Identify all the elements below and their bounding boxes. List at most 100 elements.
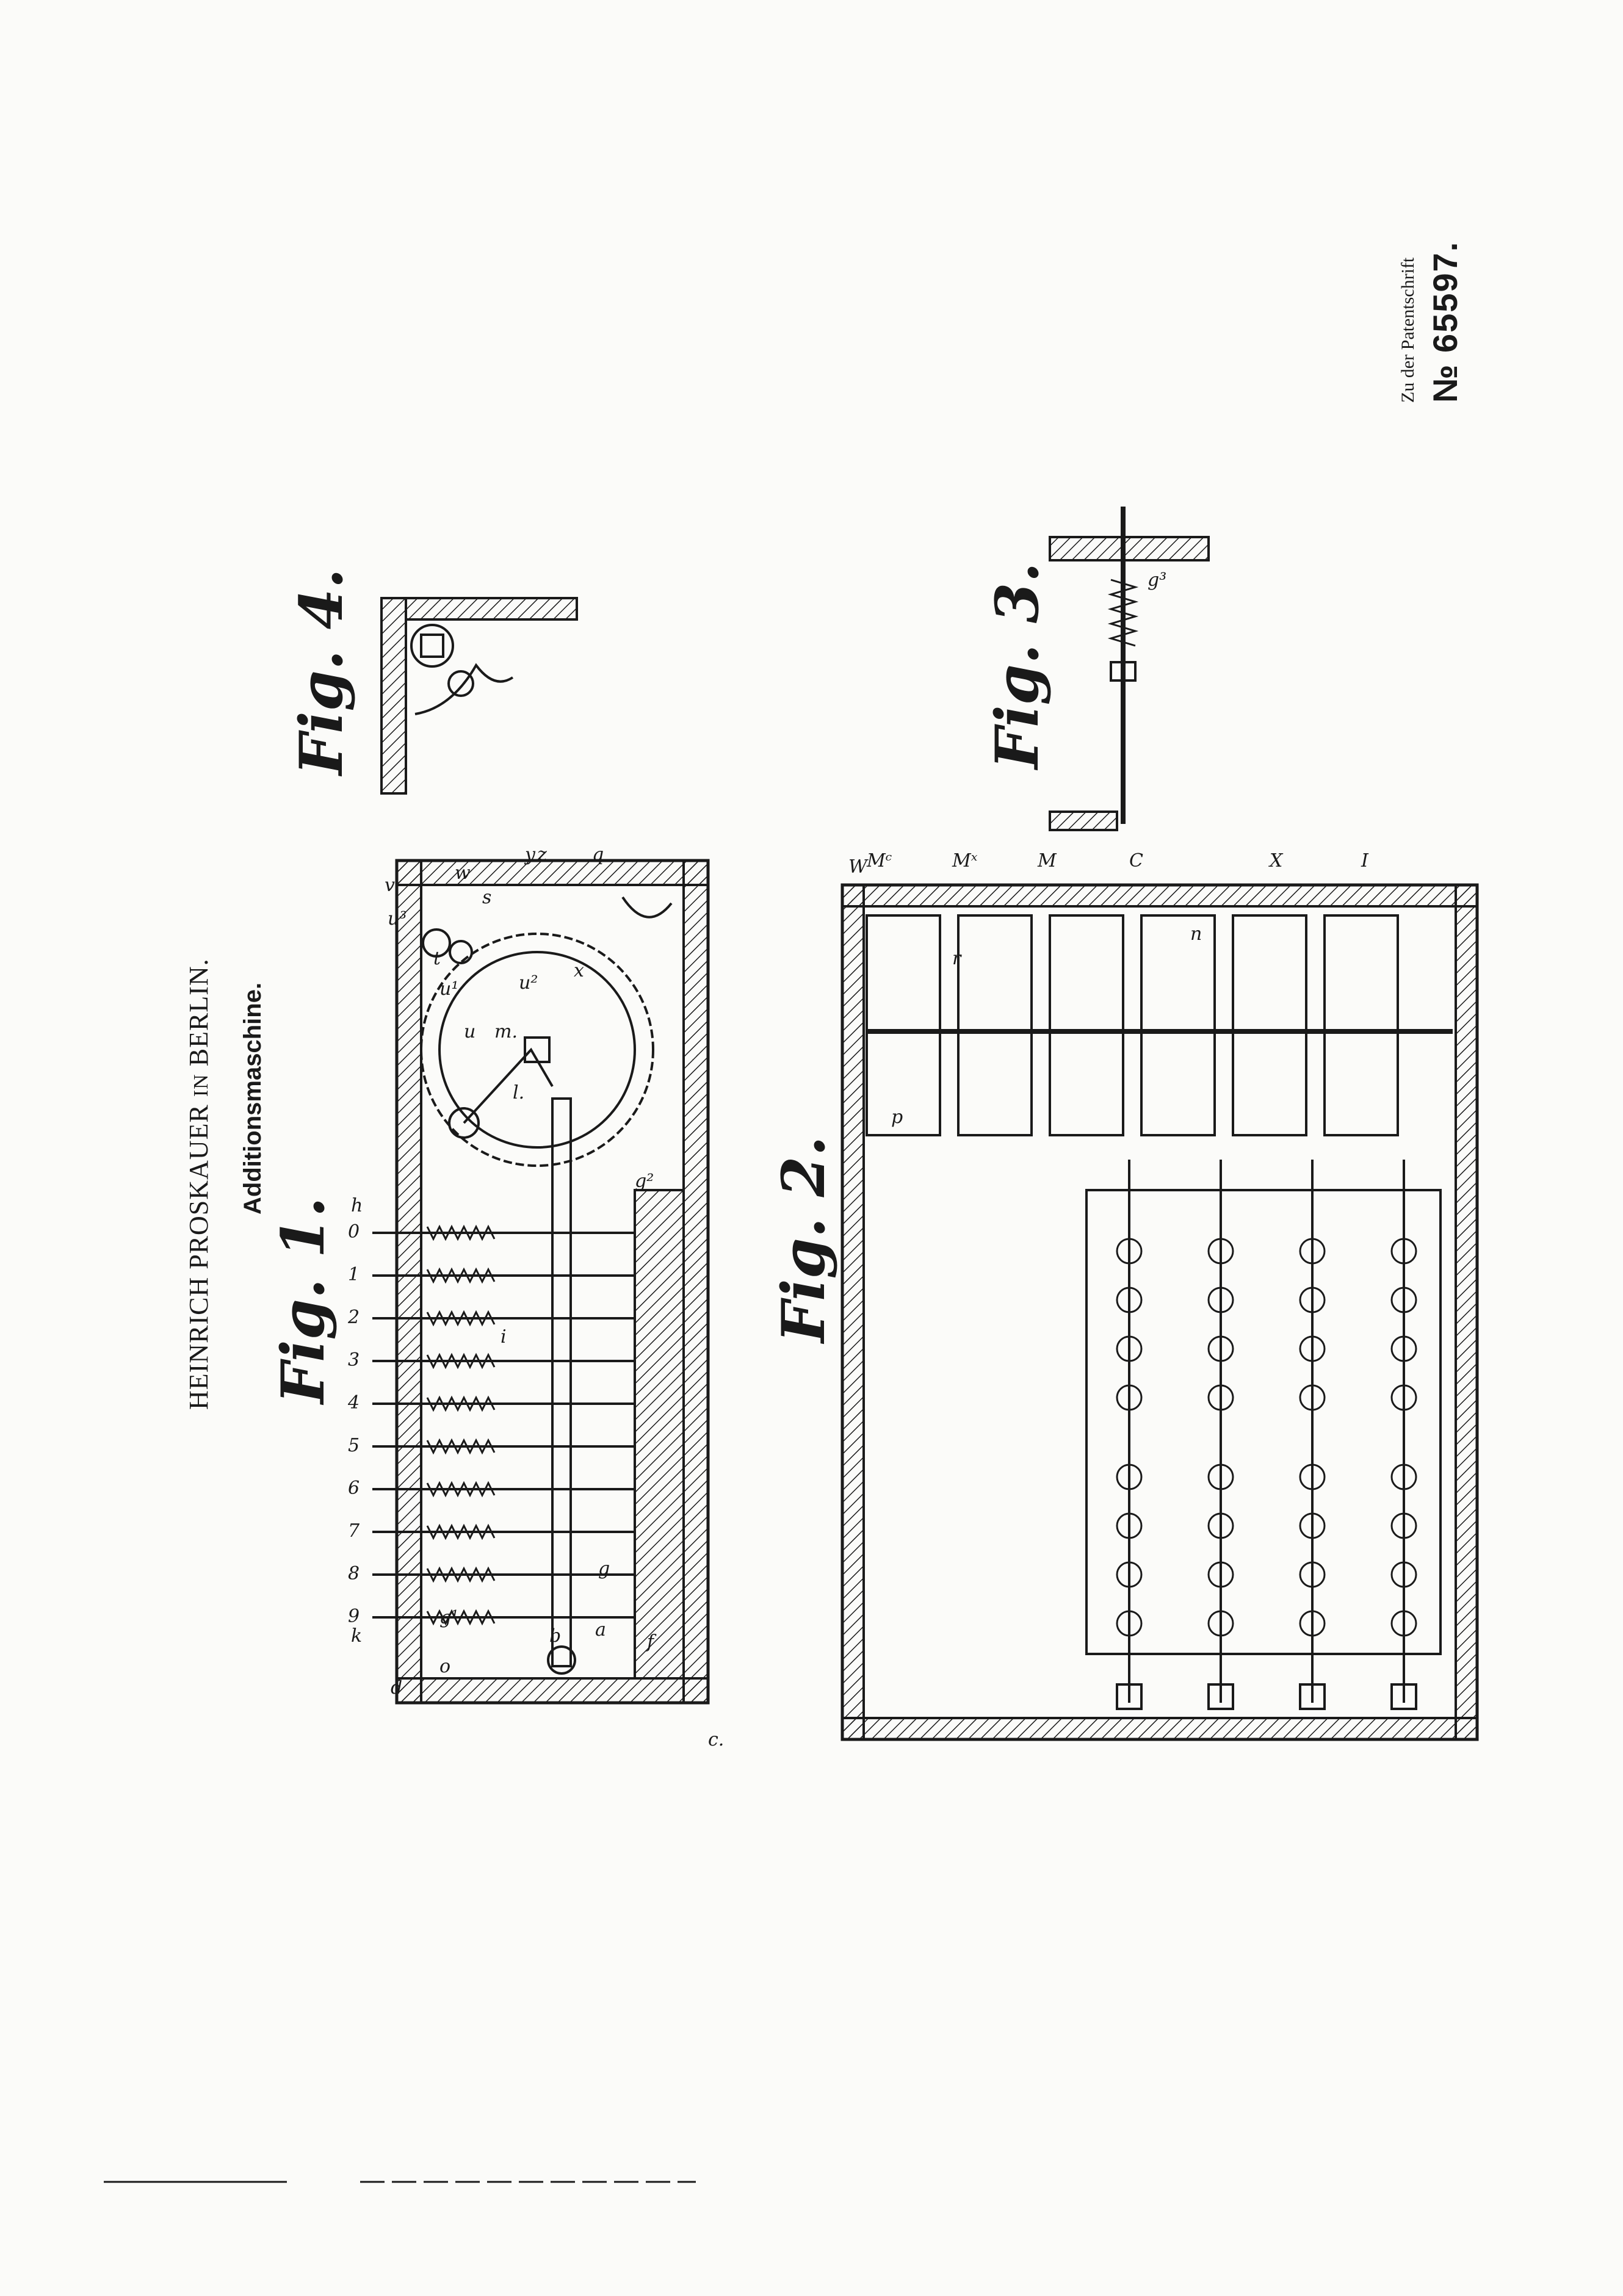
label-z: z bbox=[537, 844, 547, 865]
fig1-wall-right bbox=[396, 859, 709, 886]
label-g: g bbox=[598, 1558, 610, 1579]
fig1-pawl-roller-2 bbox=[449, 940, 473, 964]
fig4-roller bbox=[447, 670, 474, 697]
label-u: u bbox=[464, 1021, 475, 1042]
inventor-name: HEINRICH PROSKAUER bbox=[184, 1104, 214, 1410]
figure-3-drawing bbox=[1049, 507, 1210, 831]
label-y: y bbox=[524, 844, 536, 865]
fig4-bushing bbox=[410, 624, 454, 668]
fig3-caption: Fig. 3. bbox=[983, 562, 1052, 771]
label-b: b bbox=[549, 1625, 561, 1647]
fig1-arm-pin bbox=[448, 1107, 480, 1139]
fig1-wall-top bbox=[396, 859, 422, 1704]
label-t: t bbox=[433, 948, 441, 969]
figure-2-drawing bbox=[840, 883, 1479, 1741]
reference-letters: h k d o g¹ g a f b c. g² i x y z q l. m.… bbox=[351, 569, 1369, 1750]
label-u1: u¹ bbox=[439, 978, 458, 1000]
label-q: q bbox=[592, 844, 604, 865]
label-MX: Mˣ bbox=[952, 850, 978, 872]
figure-1-drawing bbox=[372, 859, 710, 1705]
key-number-0: 0 bbox=[348, 1221, 360, 1243]
machine-title: Additionsmaschine. bbox=[239, 982, 266, 1215]
label-o: o bbox=[439, 1656, 450, 1677]
key-number-8: 8 bbox=[348, 1563, 360, 1584]
fig2-wall-left bbox=[841, 884, 865, 1741]
fig1-wall-left bbox=[396, 1677, 709, 1704]
fig4-wall-side bbox=[405, 597, 578, 621]
label-w: w bbox=[455, 862, 471, 884]
key-number-6: 6 bbox=[348, 1478, 360, 1499]
fig2-counter-wheels bbox=[866, 914, 1399, 1136]
figure-4-drawing bbox=[380, 597, 578, 795]
label-g1: g¹ bbox=[439, 1607, 458, 1628]
label-C: C bbox=[1129, 850, 1143, 872]
key-number-2: 2 bbox=[347, 1307, 360, 1328]
label-u3: u³ bbox=[388, 908, 407, 930]
label-k: k bbox=[351, 1625, 362, 1647]
label-v: v bbox=[385, 875, 395, 896]
label-x: x bbox=[574, 960, 584, 981]
fig1-key-springs bbox=[426, 1224, 496, 1626]
label-n: n bbox=[1190, 923, 1202, 945]
fig1-wall-bottom bbox=[682, 859, 709, 1704]
label-h: h bbox=[351, 1195, 363, 1216]
key-number-9: 9 bbox=[348, 1606, 360, 1627]
inventor-title-line: HEINRICH PROSKAUER IN BERLIN. bbox=[183, 958, 214, 1410]
label-r: r bbox=[952, 948, 962, 969]
label-g2: g² bbox=[635, 1171, 654, 1192]
label-I: I bbox=[1361, 850, 1369, 872]
fig1-key-rods bbox=[372, 1232, 635, 1619]
fig2-key-shafts bbox=[1128, 1160, 1405, 1703]
fig1-caption: Fig. 1. bbox=[269, 1197, 338, 1406]
label-i: i bbox=[501, 1326, 507, 1348]
label-s: s bbox=[482, 887, 491, 908]
label-W: W bbox=[848, 856, 869, 878]
fig4-pawl bbox=[414, 663, 514, 715]
fig1-keyboard-base bbox=[634, 1189, 685, 1680]
fig2-caption: Fig. 2. bbox=[769, 1136, 838, 1345]
fig1-pawl-roller bbox=[422, 928, 451, 958]
label-p: p bbox=[891, 1106, 903, 1128]
label-m: m. bbox=[494, 1021, 518, 1042]
key-number-5: 5 bbox=[348, 1435, 360, 1456]
fig1-key-number-labels: 0 1 2 3 4 5 6 7 8 9 bbox=[347, 1221, 360, 1627]
key-number-3: 3 bbox=[348, 1349, 360, 1371]
fig1-lever-bar bbox=[551, 1097, 572, 1667]
label-M: M bbox=[1037, 850, 1057, 872]
fig4-caption: Fig. 4. bbox=[287, 568, 356, 777]
fig4-square-shaft bbox=[420, 634, 444, 658]
inventor-city: BERLIN. bbox=[184, 958, 214, 1067]
fig4-wall-top bbox=[380, 597, 407, 795]
label-a: a bbox=[595, 1619, 606, 1641]
label-c: c. bbox=[708, 1729, 724, 1750]
fig2-shaft-bearings bbox=[1116, 1683, 1417, 1710]
fig3-collar bbox=[1110, 661, 1137, 682]
key-number-4: 4 bbox=[347, 1392, 360, 1413]
patent-number: № 65597. bbox=[1426, 240, 1464, 403]
label-d: d bbox=[391, 1677, 402, 1699]
fig2-key-plate bbox=[1085, 1189, 1442, 1655]
fig1-ratchet-inner bbox=[438, 951, 636, 1149]
inventor-connector: IN bbox=[190, 1074, 212, 1097]
fig2-housing bbox=[840, 883, 1479, 1741]
patent-reference-prefix: Zu der Patentschrift bbox=[1398, 257, 1418, 403]
key-number-7: 7 bbox=[348, 1520, 360, 1542]
fig1-click-spring bbox=[621, 896, 673, 919]
fig2-wall-bottom bbox=[841, 1717, 1478, 1741]
fig1-lever-pivot bbox=[547, 1645, 576, 1675]
fig2-key-circles bbox=[1116, 1238, 1417, 1637]
label-l: l. bbox=[513, 1082, 524, 1103]
key-number-1: 1 bbox=[348, 1264, 360, 1285]
fig1-pawl-arm bbox=[463, 1047, 554, 1124]
fig3-plate-bottom bbox=[1049, 810, 1118, 831]
fig2-wall-right bbox=[1455, 884, 1478, 1741]
label-u2: u² bbox=[519, 972, 538, 994]
fig1-ratchet-wheel bbox=[420, 933, 654, 1167]
label-X: X bbox=[1268, 850, 1284, 872]
fig3-plate-top bbox=[1049, 536, 1210, 561]
fig2-wall-top bbox=[841, 884, 1478, 908]
label-g3: g³ bbox=[1148, 569, 1166, 591]
label-MC: Mᶜ bbox=[866, 850, 892, 872]
fig3-spring bbox=[1107, 579, 1139, 647]
